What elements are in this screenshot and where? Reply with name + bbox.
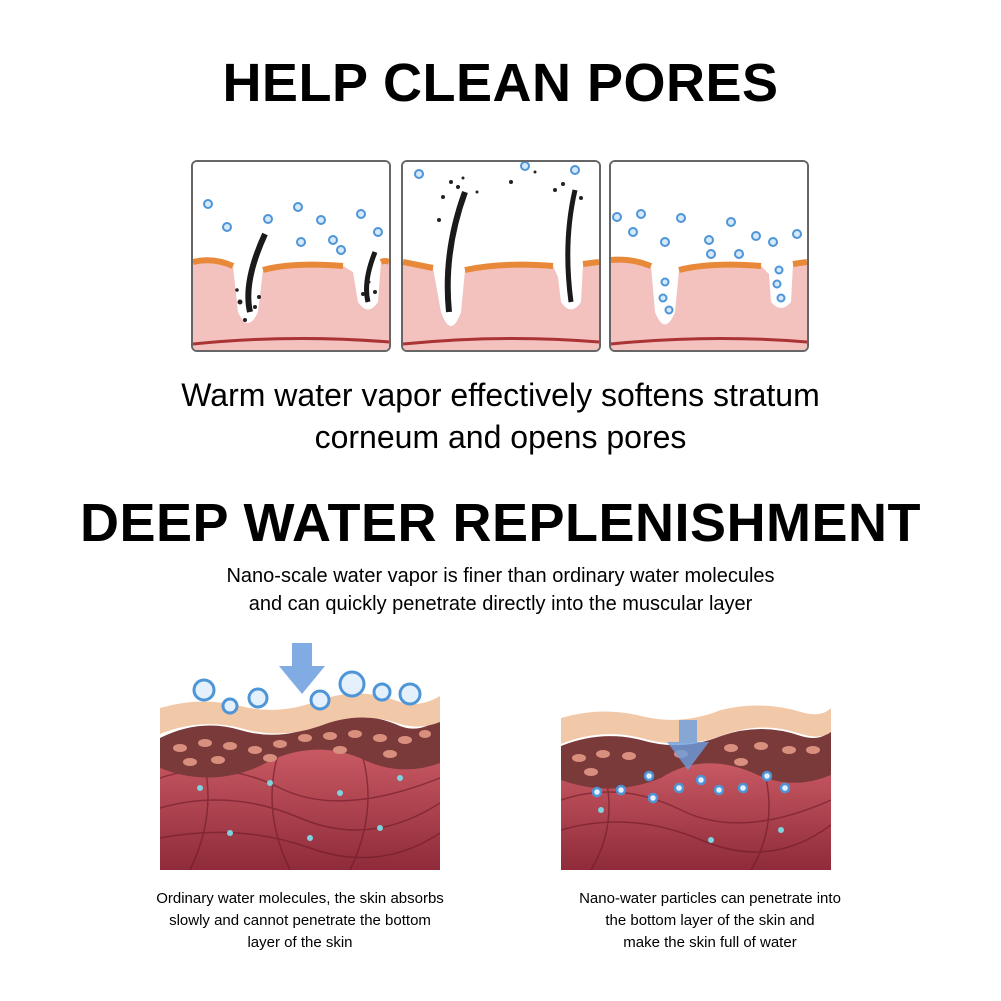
caption-nano: Nano-water particles can penetrate into … xyxy=(520,888,900,954)
caption-ordinary-line-3: layer of the skin xyxy=(247,934,353,951)
skin-illustration-ordinary xyxy=(159,638,441,871)
skin-illustration-nano xyxy=(560,700,832,871)
caption-nano-line-2: the bottom layer of the skin and xyxy=(605,912,815,929)
pore-panel-opening xyxy=(401,160,601,352)
caption-ordinary-line-2: slowly and cannot penetrate the bottom xyxy=(169,912,431,929)
replenishment-description-line-1: Nano-scale water vapor is finer than ord… xyxy=(226,565,775,587)
section-title-replenishment: DEEP WATER REPLENISHMENT xyxy=(79,493,922,553)
section-title-pores: HELP CLEAN PORES xyxy=(222,53,779,113)
caption-ordinary-line-1: Ordinary water molecules, the skin absor… xyxy=(156,890,444,907)
caption-nano-line-3: make the skin full of water xyxy=(623,934,797,951)
arrow-down-icon xyxy=(279,643,325,694)
replenishment-description-line-2: and can quickly penetrate directly into … xyxy=(248,593,753,615)
caption-ordinary: Ordinary water molecules, the skin absor… xyxy=(110,888,490,954)
arrow-down-icon xyxy=(667,720,709,770)
caption-nano-line-1: Nano-water particles can penetrate into xyxy=(579,890,841,907)
pore-panel-clogged xyxy=(191,160,391,352)
pores-description-line-1: Warm water vapor effectively softens str… xyxy=(181,377,820,413)
hair-icon xyxy=(245,232,268,313)
pores-description-line-2: corneum and opens pores xyxy=(314,419,687,455)
pore-panel-hydrated xyxy=(609,160,809,352)
